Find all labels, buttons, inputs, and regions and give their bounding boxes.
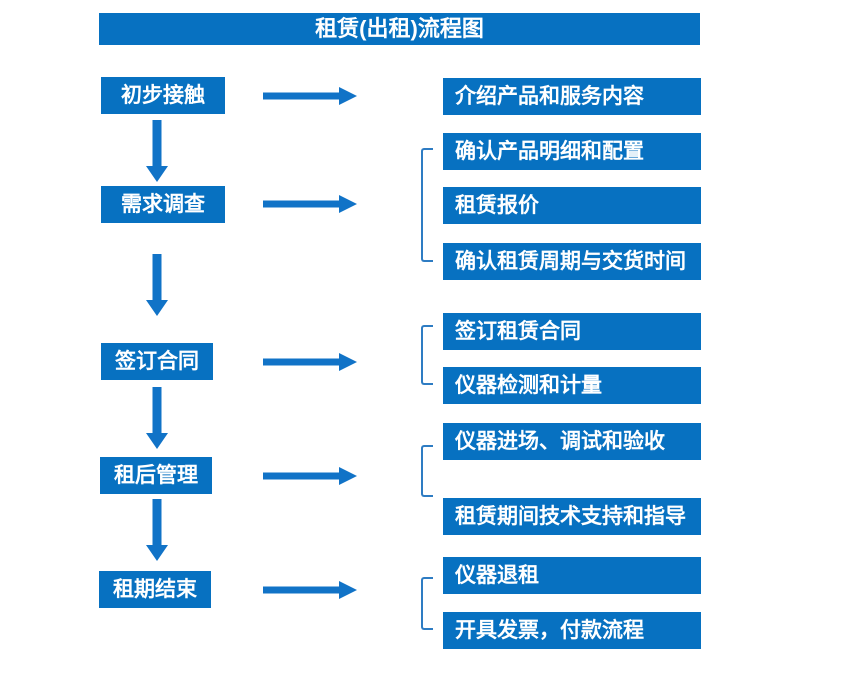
detail-box-instrument-setup: 仪器进场、调试和验收	[443, 423, 701, 460]
down-arrow-icon	[146, 387, 168, 449]
detail-box-sign-rental-contract: 签订租赁合同	[443, 313, 701, 350]
stage-box-sign-contract: 签订合同	[101, 343, 213, 380]
down-arrow-icon	[146, 499, 168, 561]
group-bracket	[421, 325, 433, 385]
detail-box-rental-quote: 租赁报价	[443, 187, 701, 224]
detail-box-invoice-payment: 开具发票，付款流程	[443, 612, 701, 649]
right-arrow-icon	[263, 352, 357, 372]
down-arrow-icon	[146, 120, 168, 182]
flowchart-title: 租赁(出租)流程图	[99, 13, 700, 45]
stage-box-initial-contact: 初步接触	[101, 77, 225, 114]
stage-box-post-rental-mgmt: 租后管理	[100, 457, 212, 494]
right-arrow-icon	[263, 466, 357, 486]
right-arrow-icon	[263, 580, 357, 600]
detail-box-introduce-products: 介绍产品和服务内容	[443, 78, 701, 115]
detail-box-tech-support: 租赁期间技术支持和指导	[443, 498, 701, 535]
detail-box-instrument-return: 仪器退租	[443, 557, 701, 594]
detail-box-instrument-testing: 仪器检测和计量	[443, 367, 701, 404]
right-arrow-icon	[263, 194, 357, 214]
right-arrow-icon	[263, 86, 357, 106]
group-bracket	[421, 577, 433, 630]
down-arrow-icon	[146, 254, 168, 316]
stage-box-needs-survey: 需求调查	[101, 186, 225, 223]
detail-box-confirm-product-spec: 确认产品明细和配置	[443, 133, 701, 170]
stage-box-rental-end: 租期结束	[99, 571, 211, 608]
detail-box-confirm-period: 确认租赁周期与交货时间	[443, 243, 701, 280]
group-bracket	[421, 445, 433, 497]
group-bracket	[421, 148, 433, 262]
